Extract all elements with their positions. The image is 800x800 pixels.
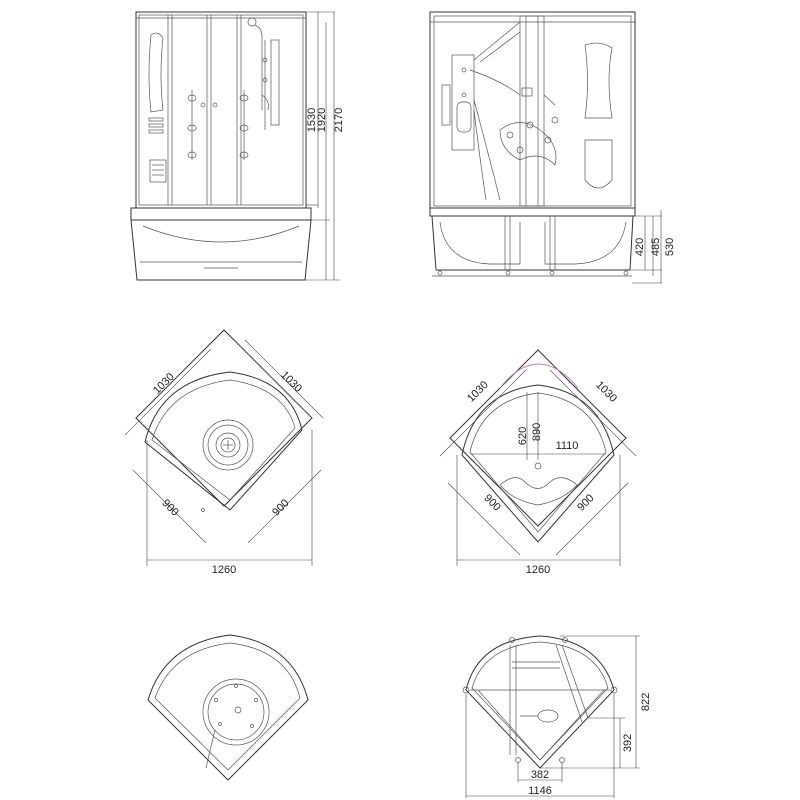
dim-890: 890: [531, 423, 543, 441]
side-seat: [584, 139, 613, 189]
seat-panel: [149, 159, 167, 183]
accent-arc: [499, 363, 579, 389]
dim-382: 382: [531, 769, 549, 781]
dim-485: 485: [650, 238, 662, 256]
dim-420: 420: [634, 238, 646, 256]
dim-bottom-right-900: 900: [270, 497, 291, 518]
front-elevation-view: 1530 1920 2170: [130, 11, 345, 281]
dim-1530: 1530: [306, 108, 318, 132]
tray-bowl: [202, 678, 270, 746]
central-column: [519, 15, 545, 207]
plan-view-back: 620 890 1110 1030 1030 900 900 1260: [439, 349, 637, 576]
frame-outline: [465, 635, 615, 769]
dim-top-right-1030: 1030: [278, 369, 304, 395]
plan-view-front: 1030 1030 900 900 1260: [124, 329, 324, 576]
side-elevation-view: 420 485 530: [429, 11, 676, 284]
side-tray-rim: [429, 207, 636, 217]
drain-icon: [220, 437, 236, 453]
left-fixture-panel: [451, 54, 475, 151]
dim-530: 530: [664, 238, 676, 256]
frame-drain-icon: [537, 709, 559, 723]
dim-822: 822: [640, 693, 652, 711]
side-mirror: [584, 42, 613, 119]
tray-outline: [147, 634, 309, 781]
dim-back-width-1260: 1260: [526, 564, 550, 576]
dim-width-1260: 1260: [212, 564, 236, 576]
plan-back-diamond: [449, 349, 627, 527]
cabin-side-outline: [429, 11, 636, 209]
dim-1146: 1146: [528, 785, 552, 797]
control-box: [521, 87, 533, 97]
right-control-panel: [270, 39, 280, 126]
base-frame-plan-view: 822 392 382 1146: [462, 635, 652, 798]
plan-drain-outer: [202, 419, 254, 471]
left-mirror-panel: [148, 32, 164, 113]
dim-2170: 2170: [333, 108, 345, 132]
dim-620: 620: [517, 427, 529, 445]
dim-1110: 1110: [556, 440, 579, 452]
dim-bottom-left-900: 900: [159, 497, 180, 518]
shower-head-icon: [247, 17, 257, 27]
tray-rim: [130, 207, 312, 221]
tray-drain-icon: [234, 706, 242, 714]
tray-plan-view: [147, 634, 309, 781]
dim-top-left-1030: 1030: [151, 371, 177, 397]
dim-back-bottom-left-900: 900: [481, 492, 502, 513]
plan-back-drain-icon: [534, 462, 542, 470]
dim-392: 392: [622, 734, 634, 752]
tub-apron: [130, 219, 312, 281]
dim-back-top-right-1030: 1030: [593, 379, 619, 405]
dim-1920: 1920: [316, 108, 328, 132]
